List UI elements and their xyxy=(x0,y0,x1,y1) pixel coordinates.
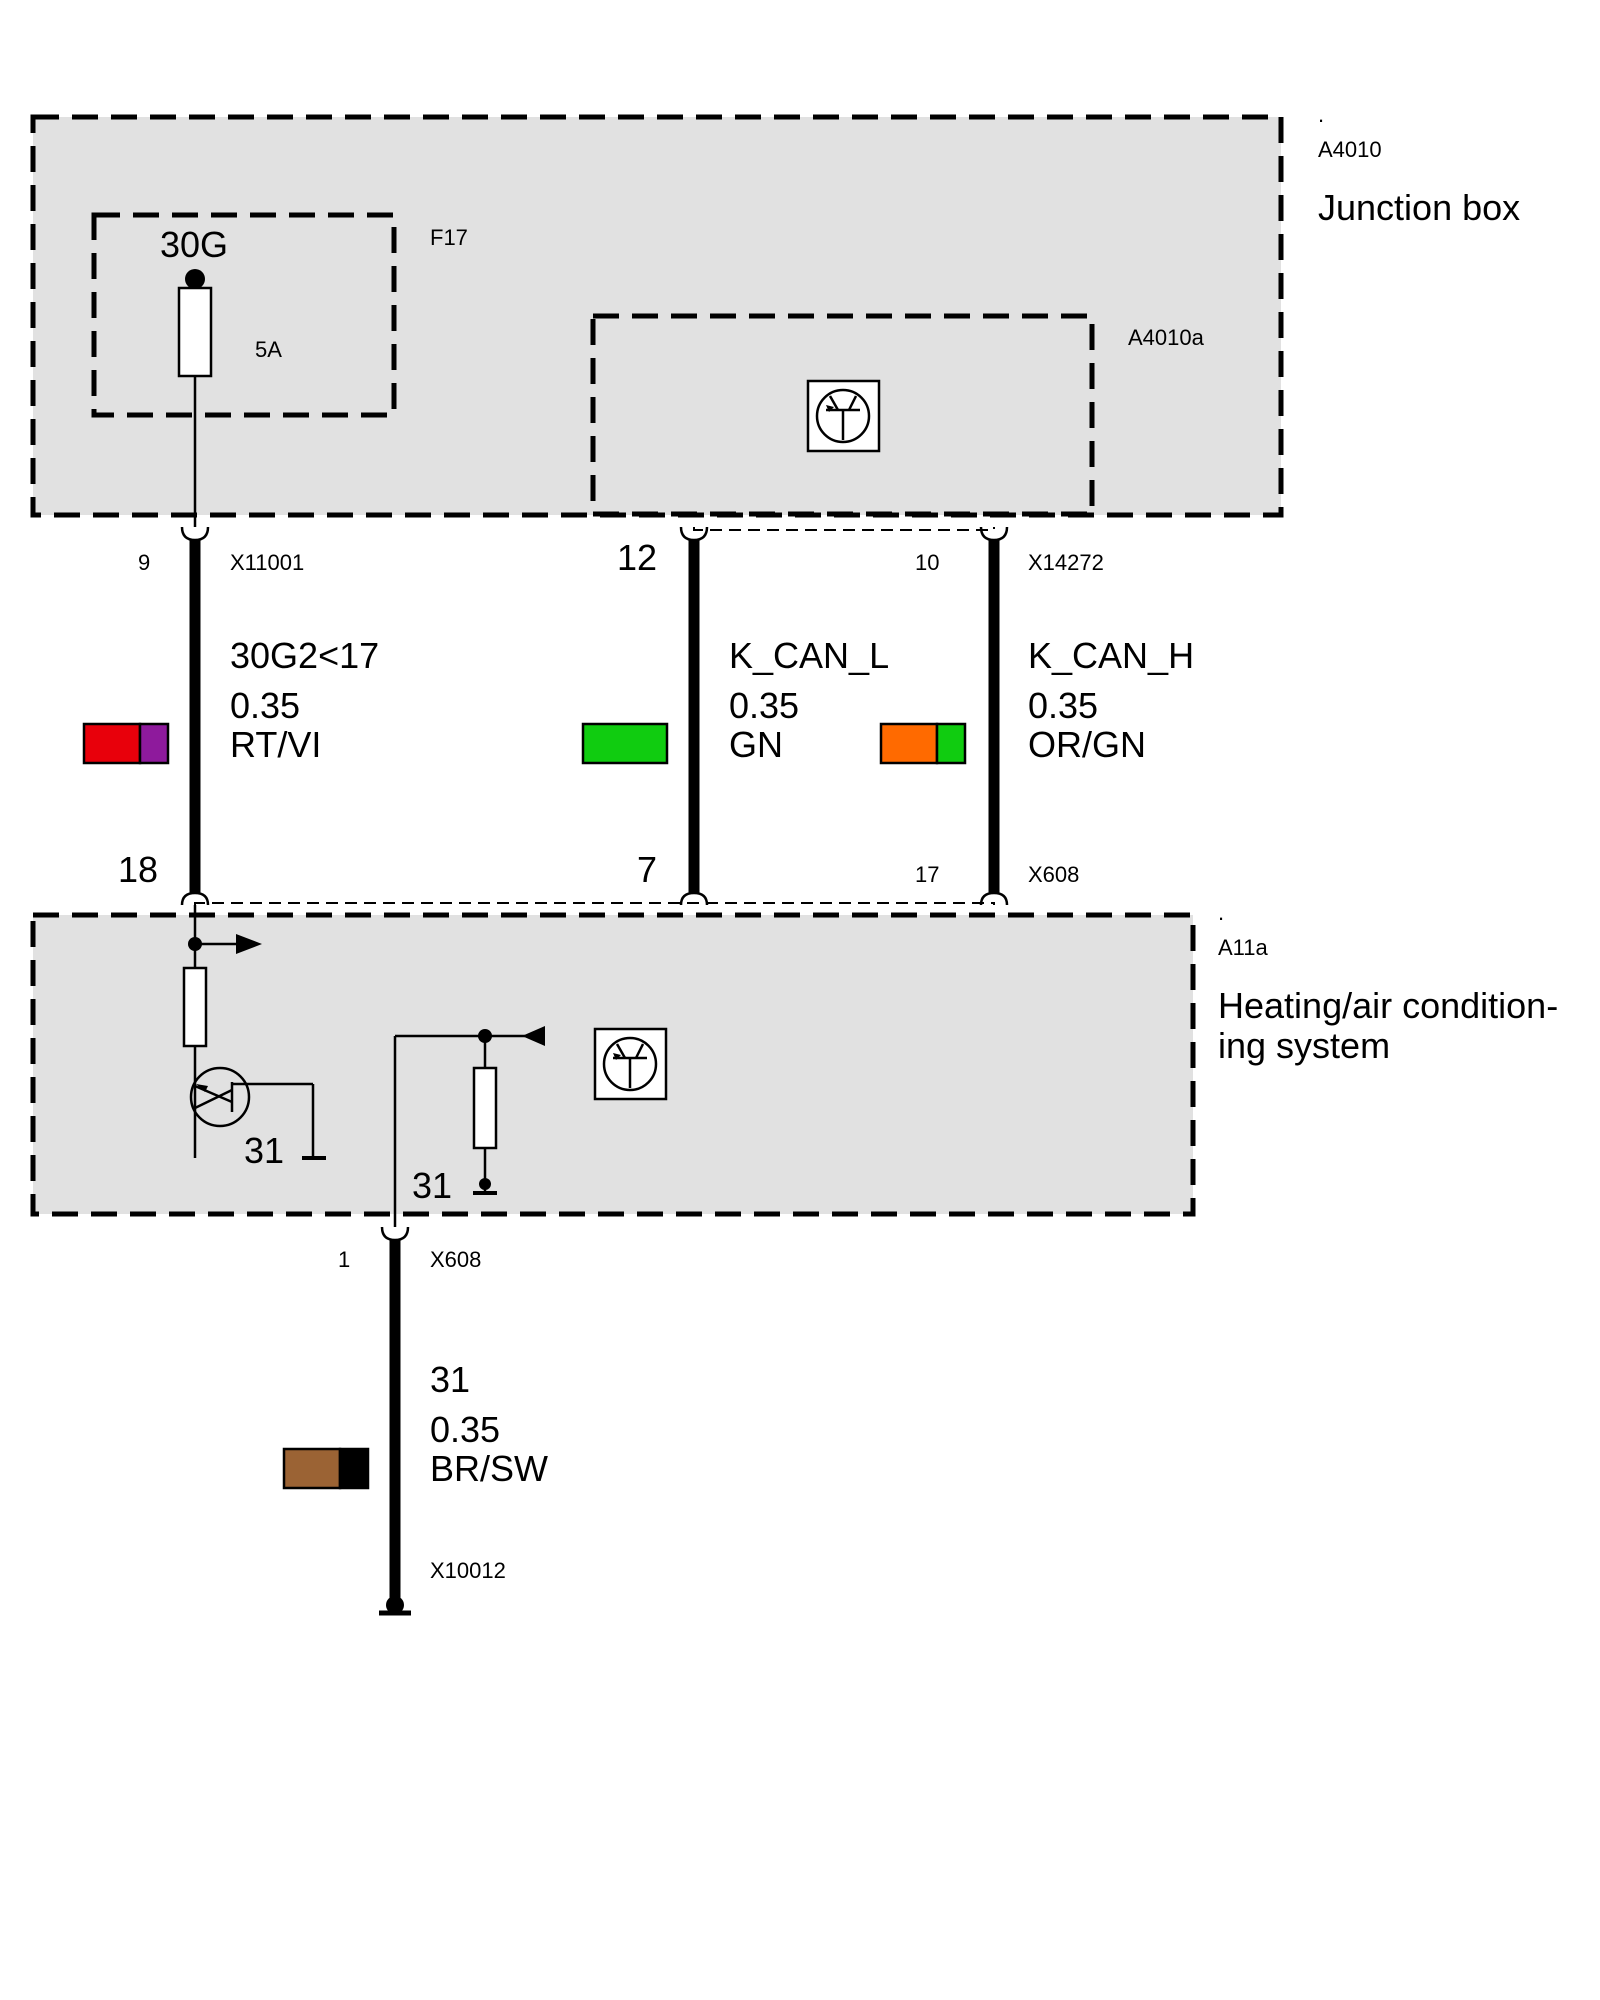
junction-box-name: Junction box xyxy=(1318,187,1520,228)
hvac-pullup-circuit xyxy=(393,1026,545,1227)
hvac-transceiver-icon xyxy=(593,1027,668,1101)
wire4-pin-top: 1 xyxy=(338,1247,350,1272)
ground-terminal-x10012 xyxy=(379,1596,411,1616)
pin-socket-12 xyxy=(679,526,709,542)
hvac-ground-label-2: 31 xyxy=(412,1165,452,1206)
wire4-color-swatch xyxy=(282,1447,370,1490)
pin-socket-17 xyxy=(979,891,1009,906)
fuse-id: F17 xyxy=(430,225,468,250)
wire4-color-code: BR/SW xyxy=(430,1448,548,1489)
wire1-gauge: 0.35 xyxy=(230,685,300,726)
connector-x608-outline xyxy=(194,902,995,905)
junction-box-dot: . xyxy=(1318,102,1324,127)
hvac-module-name-line1: Heating/air condition- xyxy=(1218,985,1558,1026)
wire4-signal: 31 xyxy=(430,1359,470,1400)
wire2-pin-top: 12 xyxy=(617,537,657,578)
fuse-icon xyxy=(177,286,213,378)
wire3-connector-top: X14272 xyxy=(1028,550,1104,575)
hvac-module-dot: . xyxy=(1218,900,1224,925)
hvac-ground-label-1: 31 xyxy=(244,1130,284,1171)
fuse-supply-label: 30G xyxy=(160,224,228,265)
wire1-color-swatch xyxy=(82,722,170,765)
hvac-module-id: A11a xyxy=(1218,935,1269,960)
sub-module-id: A4010a xyxy=(1128,325,1205,350)
wire3-pin-top: 10 xyxy=(915,550,939,575)
wire3-signal: K_CAN_H xyxy=(1028,635,1194,676)
wire4-connector-top: X608 xyxy=(430,1247,481,1272)
pin-socket-9 xyxy=(180,526,210,542)
wire2-gauge: 0.35 xyxy=(729,685,799,726)
pin-socket-10 xyxy=(979,526,1009,542)
hvac-transistor-icon xyxy=(189,1066,315,1158)
hvac-supply-circuit xyxy=(182,905,262,1066)
wire2-pin-bottom: 7 xyxy=(637,849,657,890)
pin-socket-18 xyxy=(180,891,210,906)
wire1-color-code: RT/VI xyxy=(230,724,321,765)
wire4-gauge: 0.35 xyxy=(430,1409,500,1450)
wire3-connector-bottom: X608 xyxy=(1028,862,1079,887)
sub-module-outline xyxy=(590,313,1095,517)
wire2-color-code: GN xyxy=(729,724,783,765)
wire1-signal: 30G2<17 xyxy=(230,635,379,676)
wire3-color-code: OR/GN xyxy=(1028,724,1146,765)
wire3-gauge: 0.35 xyxy=(1028,685,1098,726)
pin-socket-1 xyxy=(380,1226,410,1242)
wire1-pin-bottom: 18 xyxy=(118,849,158,890)
junction-box-id: A4010 xyxy=(1318,137,1382,162)
wire3-pin-bottom: 17 xyxy=(915,862,939,887)
wire2-color-swatch xyxy=(581,722,669,765)
fuse-block-outline xyxy=(91,212,397,418)
wire1-pin-top: 9 xyxy=(138,550,150,575)
wire2-signal: K_CAN_L xyxy=(729,635,889,676)
hvac-module-name-line2: ing system xyxy=(1218,1025,1390,1066)
wire4-connector-bottom: X10012 xyxy=(430,1558,506,1583)
fuse-rating: 5A xyxy=(255,337,282,362)
connector-x14272-outline xyxy=(693,527,995,531)
wire3-color-swatch xyxy=(879,722,967,765)
transceiver-icon xyxy=(806,379,881,453)
wire1-connector-top: X11001 xyxy=(230,550,304,575)
pin-socket-7 xyxy=(679,891,709,906)
